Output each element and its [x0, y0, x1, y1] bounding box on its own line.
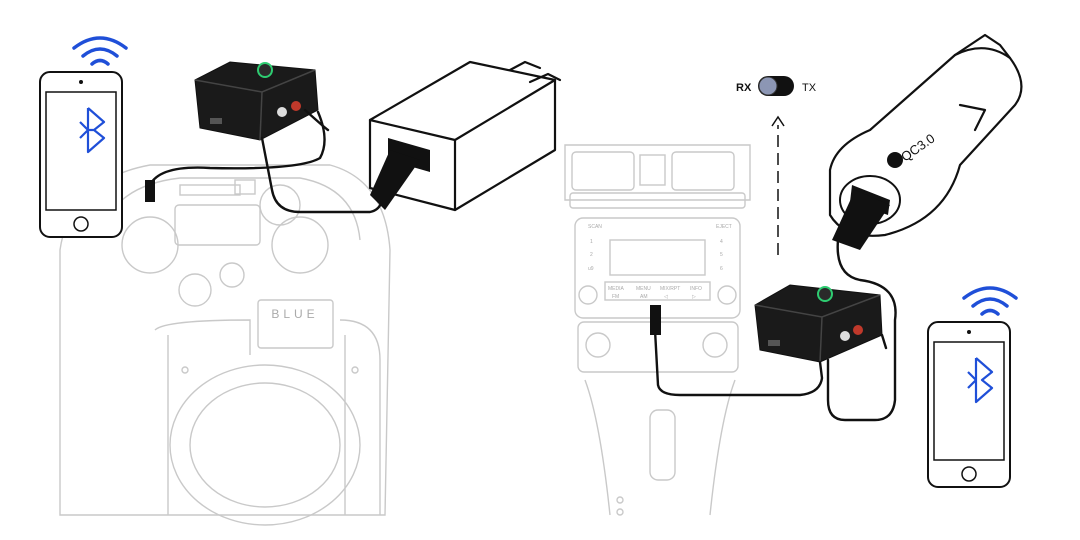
radio-preset-5: 5 — [720, 252, 723, 258]
arrow-up-icon — [771, 115, 785, 255]
switch-rx-label: RX — [736, 82, 752, 94]
wifi-icon-right — [962, 286, 1018, 316]
bluetooth-icon — [79, 107, 106, 154]
radio-menu: MENU — [636, 286, 651, 292]
aux-plug — [145, 180, 155, 202]
aux-plug-car — [650, 305, 661, 335]
radio-info: INFO — [690, 286, 702, 292]
smartphone-right — [927, 321, 1011, 488]
smartphone-left — [39, 71, 123, 238]
bluetooth-icon — [967, 357, 994, 404]
radio-fm: FM — [612, 294, 619, 300]
radio-media: MEDIA — [608, 286, 625, 292]
radio-mixrpt: MIX/RPT — [660, 286, 680, 292]
radio-preset-4: 4 — [720, 239, 723, 245]
radio-preset-3: u9 — [588, 266, 594, 272]
wifi-icon — [72, 36, 128, 66]
car-charger: QC3.0 — [828, 33, 1023, 250]
party-speaker: BLUE — [59, 164, 391, 526]
cables-right — [650, 238, 897, 422]
qc-label: QC3.0 — [898, 131, 937, 165]
radio-am: AM — [640, 294, 648, 300]
car-dashboard: SCAN EJECT 1 2 u9 4 5 6 MEDIA MENU MIX/R… — [564, 144, 751, 516]
radio-next: ▷ — [692, 294, 696, 300]
rx-tx-switch: RX TX — [736, 76, 817, 96]
wall-charger — [368, 60, 562, 212]
radio-preset-2: 2 — [590, 252, 593, 258]
cables-left — [145, 108, 384, 214]
switch-tx-label: TX — [802, 82, 817, 94]
speaker-panel-label: BLUE — [271, 307, 318, 321]
radio-preset-6: 6 — [720, 266, 723, 272]
radio-scan: SCAN — [588, 224, 602, 230]
bluetooth-adapter-right — [754, 284, 883, 363]
radio-prev: ◁ — [664, 294, 668, 300]
radio-preset-1: 1 — [590, 239, 593, 245]
radio-eject: EJECT — [716, 224, 732, 230]
switch-knob — [758, 76, 778, 96]
bluetooth-adapter-left — [194, 61, 319, 141]
